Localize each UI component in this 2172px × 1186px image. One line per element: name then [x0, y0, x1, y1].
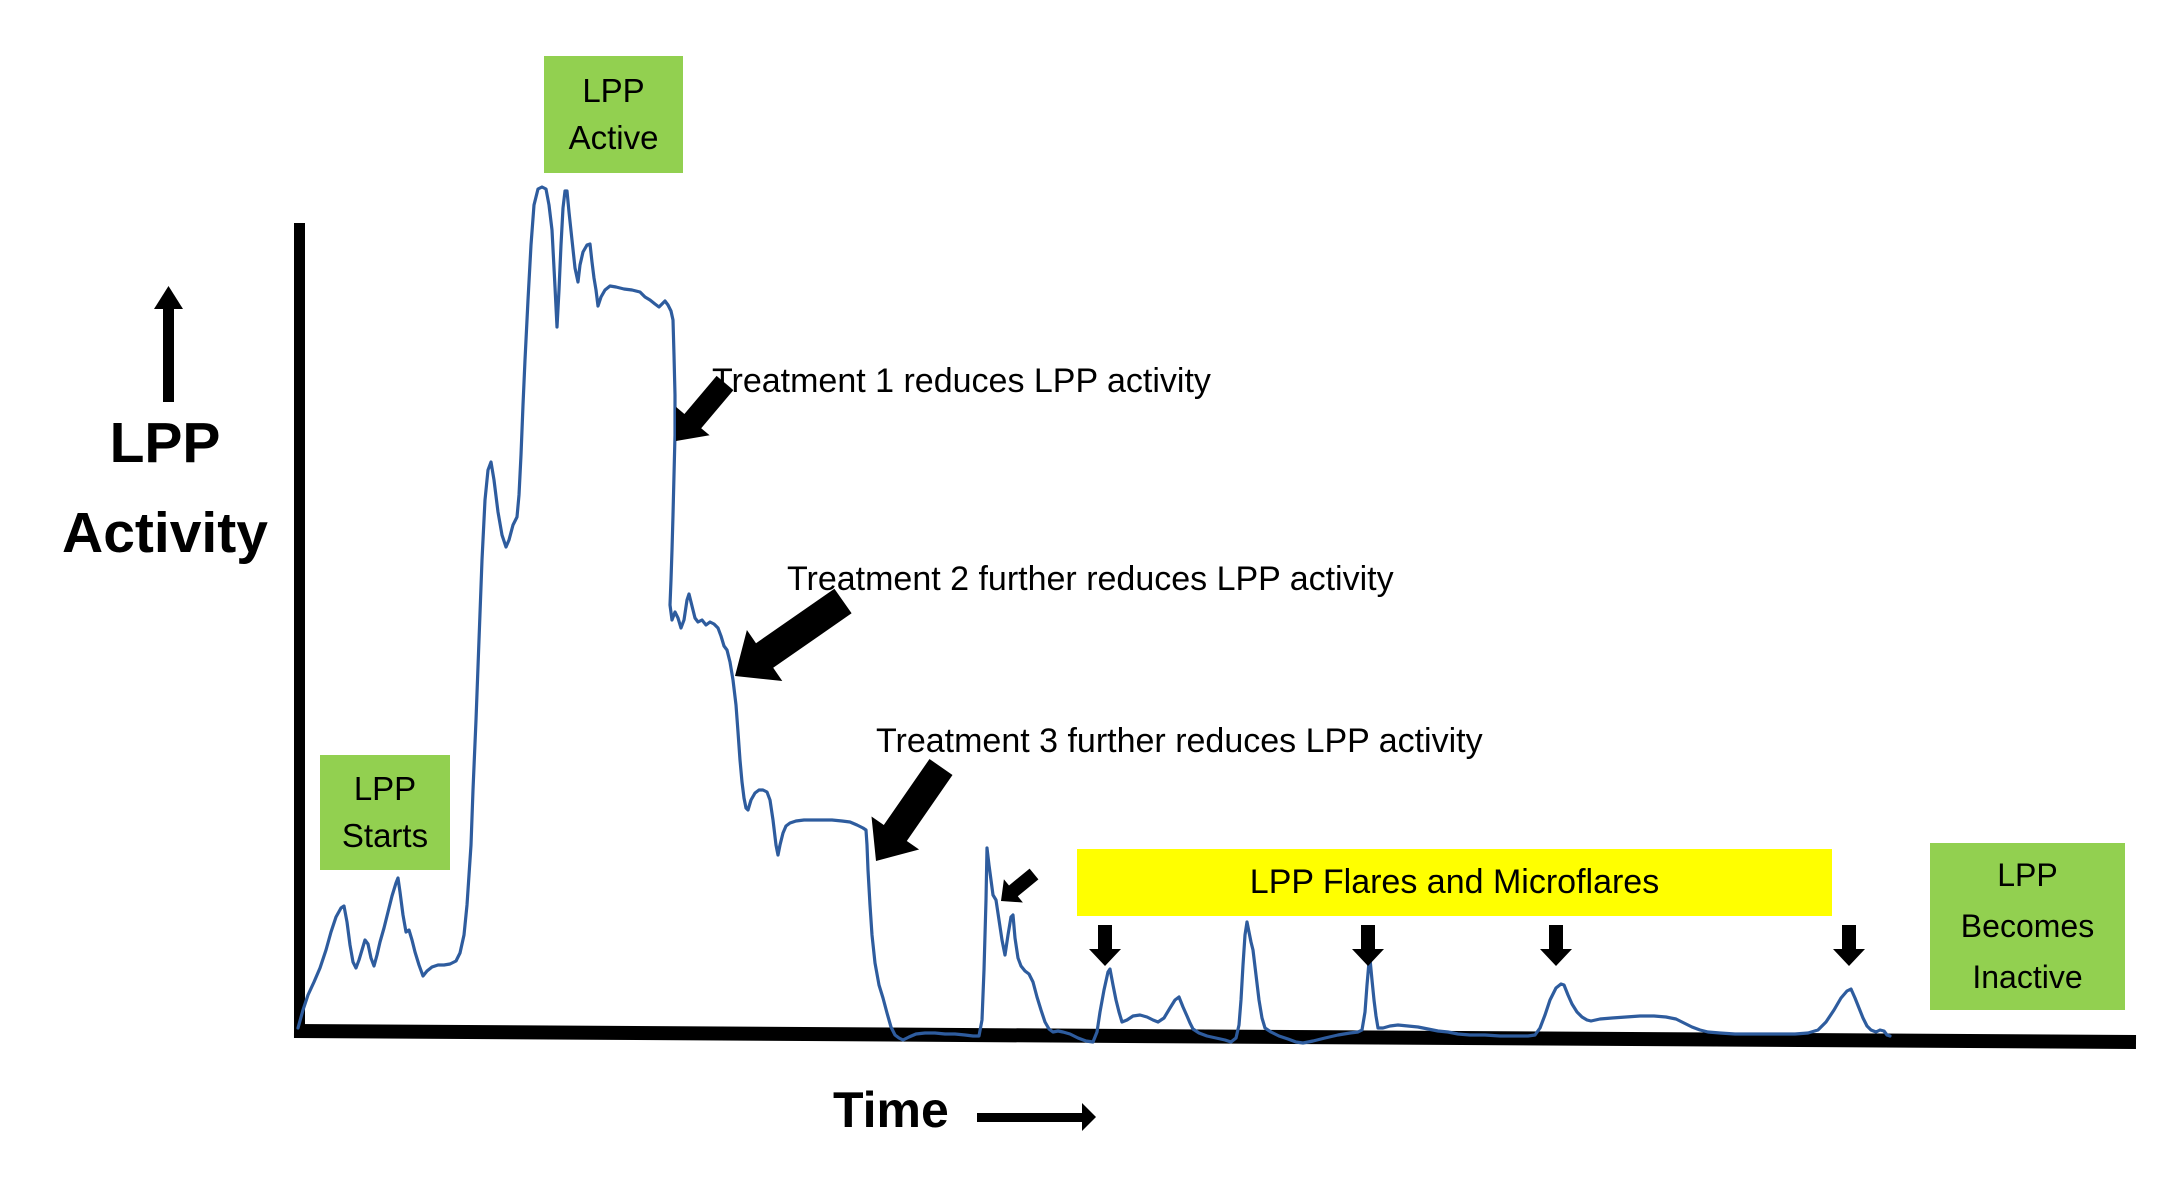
x-axis-right-arrow-icon [977, 1103, 1096, 1131]
lpp-inactive-line3: Inactive [1972, 959, 2083, 996]
lpp-inactive-line1: LPP [1997, 856, 2058, 893]
y-axis-up-arrow-icon [154, 286, 183, 402]
flares-banner: LPP Flares and Microflares [1077, 849, 1832, 916]
y-axis-title-line1: LPP [109, 411, 221, 475]
y-axis-title: LPP Activity [15, 398, 315, 578]
treatment2-label: Treatment 2 further reduces LPP activity [787, 560, 1394, 598]
lpp-starts-line1: LPP [353, 769, 417, 807]
y-axis-title-line2: Activity [62, 501, 268, 565]
flare-down-arrow-icon-1 [1089, 925, 1121, 966]
x-axis-title: Time [833, 1082, 949, 1138]
flare-down-arrow-icon-3 [1540, 925, 1572, 966]
lpp-active-line1: LPP [582, 71, 645, 109]
flare-down-arrow-icon-4 [1833, 925, 1865, 966]
treatment2-arrow-icon [735, 588, 852, 681]
treatment1-arrow-icon [676, 375, 734, 441]
treatment1-label: Treatment 1 reduces LPP activity [712, 362, 1211, 400]
activity-curve [296, 185, 1892, 1045]
treatment3-arrow-icon [871, 759, 953, 861]
flare-down-arrow-icon-2 [1352, 925, 1384, 966]
treatment3-label: Treatment 3 further reduces LPP activity [876, 722, 1483, 760]
lpp-inactive-line2: Becomes [1960, 907, 2095, 944]
lpp-starts-box: LPP Starts [320, 755, 450, 870]
lpp-active-box: LPP Active [544, 56, 683, 173]
lpp-starts-line2: Starts [341, 816, 429, 854]
microflare-pointer-arrow-icon [1001, 868, 1039, 903]
lpp-active-line2: Active [568, 118, 659, 156]
lpp-becomes-inactive-box: LPP Becomes Inactive [1930, 843, 2125, 1010]
